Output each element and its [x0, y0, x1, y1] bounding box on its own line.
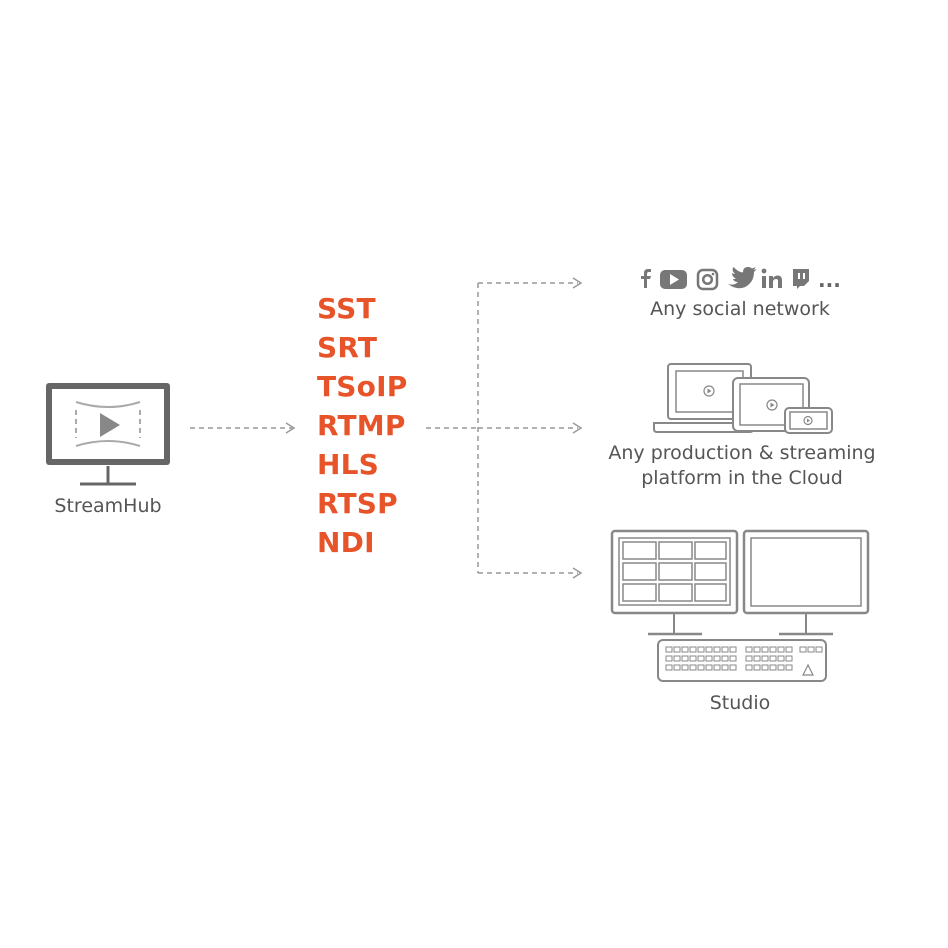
- keyboard-key: [753, 646, 761, 653]
- keyboard-key: [689, 655, 697, 662]
- keyboard-key: [673, 655, 681, 662]
- keyboard-key: [761, 646, 769, 653]
- social-network-label: Any social network: [650, 298, 830, 320]
- keyboard-key: [777, 664, 785, 671]
- keyboard-key: [697, 664, 705, 671]
- keyboard-key: [769, 655, 777, 662]
- keyboard-key: [681, 646, 689, 653]
- keyboard-key: [729, 664, 737, 671]
- keyboard-key: [753, 655, 761, 662]
- linkedin-icon: [761, 268, 782, 288]
- twitch-icon: [793, 269, 809, 289]
- keyboard-key: [785, 664, 793, 671]
- cloud-platform-label-line1: Any production & streaming: [608, 442, 876, 464]
- keyboard-key: [713, 664, 721, 671]
- protocol-item: SST: [317, 292, 376, 325]
- keyboard-key: [745, 655, 753, 662]
- keyboard-key: [705, 646, 713, 653]
- protocol-item: HLS: [317, 448, 380, 481]
- keyboard-key: [761, 655, 769, 662]
- instagram-icon: [696, 268, 719, 291]
- input-arrow: [190, 422, 296, 434]
- keyboard-key: [815, 646, 823, 653]
- streamhub-label: StreamHub: [54, 495, 162, 517]
- keyboard-key: [761, 664, 769, 671]
- keyboard-key: [729, 646, 737, 653]
- keyboard-key: [705, 655, 713, 662]
- keyboard-key: [697, 646, 705, 653]
- keyboard-key: [665, 655, 673, 662]
- cloud-platform-label-line2: platform in the Cloud: [641, 467, 843, 489]
- keyboard-key: [713, 655, 721, 662]
- keyboard-key: [721, 646, 729, 653]
- keyboard-key: [665, 646, 673, 653]
- keyboard-key: [753, 664, 761, 671]
- keyboard-key: [785, 655, 793, 662]
- keyboard-key: [713, 646, 721, 653]
- protocol-list: SST SRT TSoIP RTMP HLS RTSP NDI: [317, 289, 407, 562]
- twitter-icon: [728, 267, 757, 289]
- keyboard-key: [807, 646, 815, 653]
- protocol-item: RTMP: [317, 409, 406, 442]
- keyboard-key: [681, 655, 689, 662]
- keyboard-key: [689, 646, 697, 653]
- keyboard-key: [745, 646, 753, 653]
- phone-icon: [784, 407, 833, 434]
- studio-label: Studio: [709, 692, 771, 714]
- keyboard-key: [777, 655, 785, 662]
- keyboard-key: [705, 664, 713, 671]
- output-branches: [426, 277, 583, 579]
- keyboard-key: [777, 646, 785, 653]
- protocol-item: SRT: [317, 331, 378, 364]
- keyboard-key: [681, 664, 689, 671]
- protocol-item: NDI: [317, 526, 375, 559]
- keyboard-key: [721, 655, 729, 662]
- protocol-item: RTSP: [317, 487, 398, 520]
- keyboard-key: [697, 655, 705, 662]
- keyboard-key: [769, 664, 777, 671]
- keyboard-key: [785, 646, 793, 653]
- keyboard-key: [769, 646, 777, 653]
- control-keyboard-icon: [657, 639, 827, 682]
- youtube-icon: [660, 270, 687, 289]
- keyboard-key: [721, 664, 729, 671]
- studio-monitor-right-icon: [742, 529, 870, 636]
- facebook-icon: [641, 269, 651, 288]
- keyboard-key: [673, 664, 681, 671]
- keyboard-key: [689, 664, 697, 671]
- streamhub-monitor-icon: [46, 383, 170, 486]
- keyboard-key: [673, 646, 681, 653]
- keyboard-key: [729, 655, 737, 662]
- keyboard-key: [745, 664, 753, 671]
- protocol-item: TSoIP: [317, 370, 408, 403]
- keyboard-key: [665, 664, 673, 671]
- studio-monitor-left-icon: [610, 529, 739, 636]
- keyboard-key: [799, 646, 807, 653]
- more-networks-indicator: ...: [818, 268, 841, 292]
